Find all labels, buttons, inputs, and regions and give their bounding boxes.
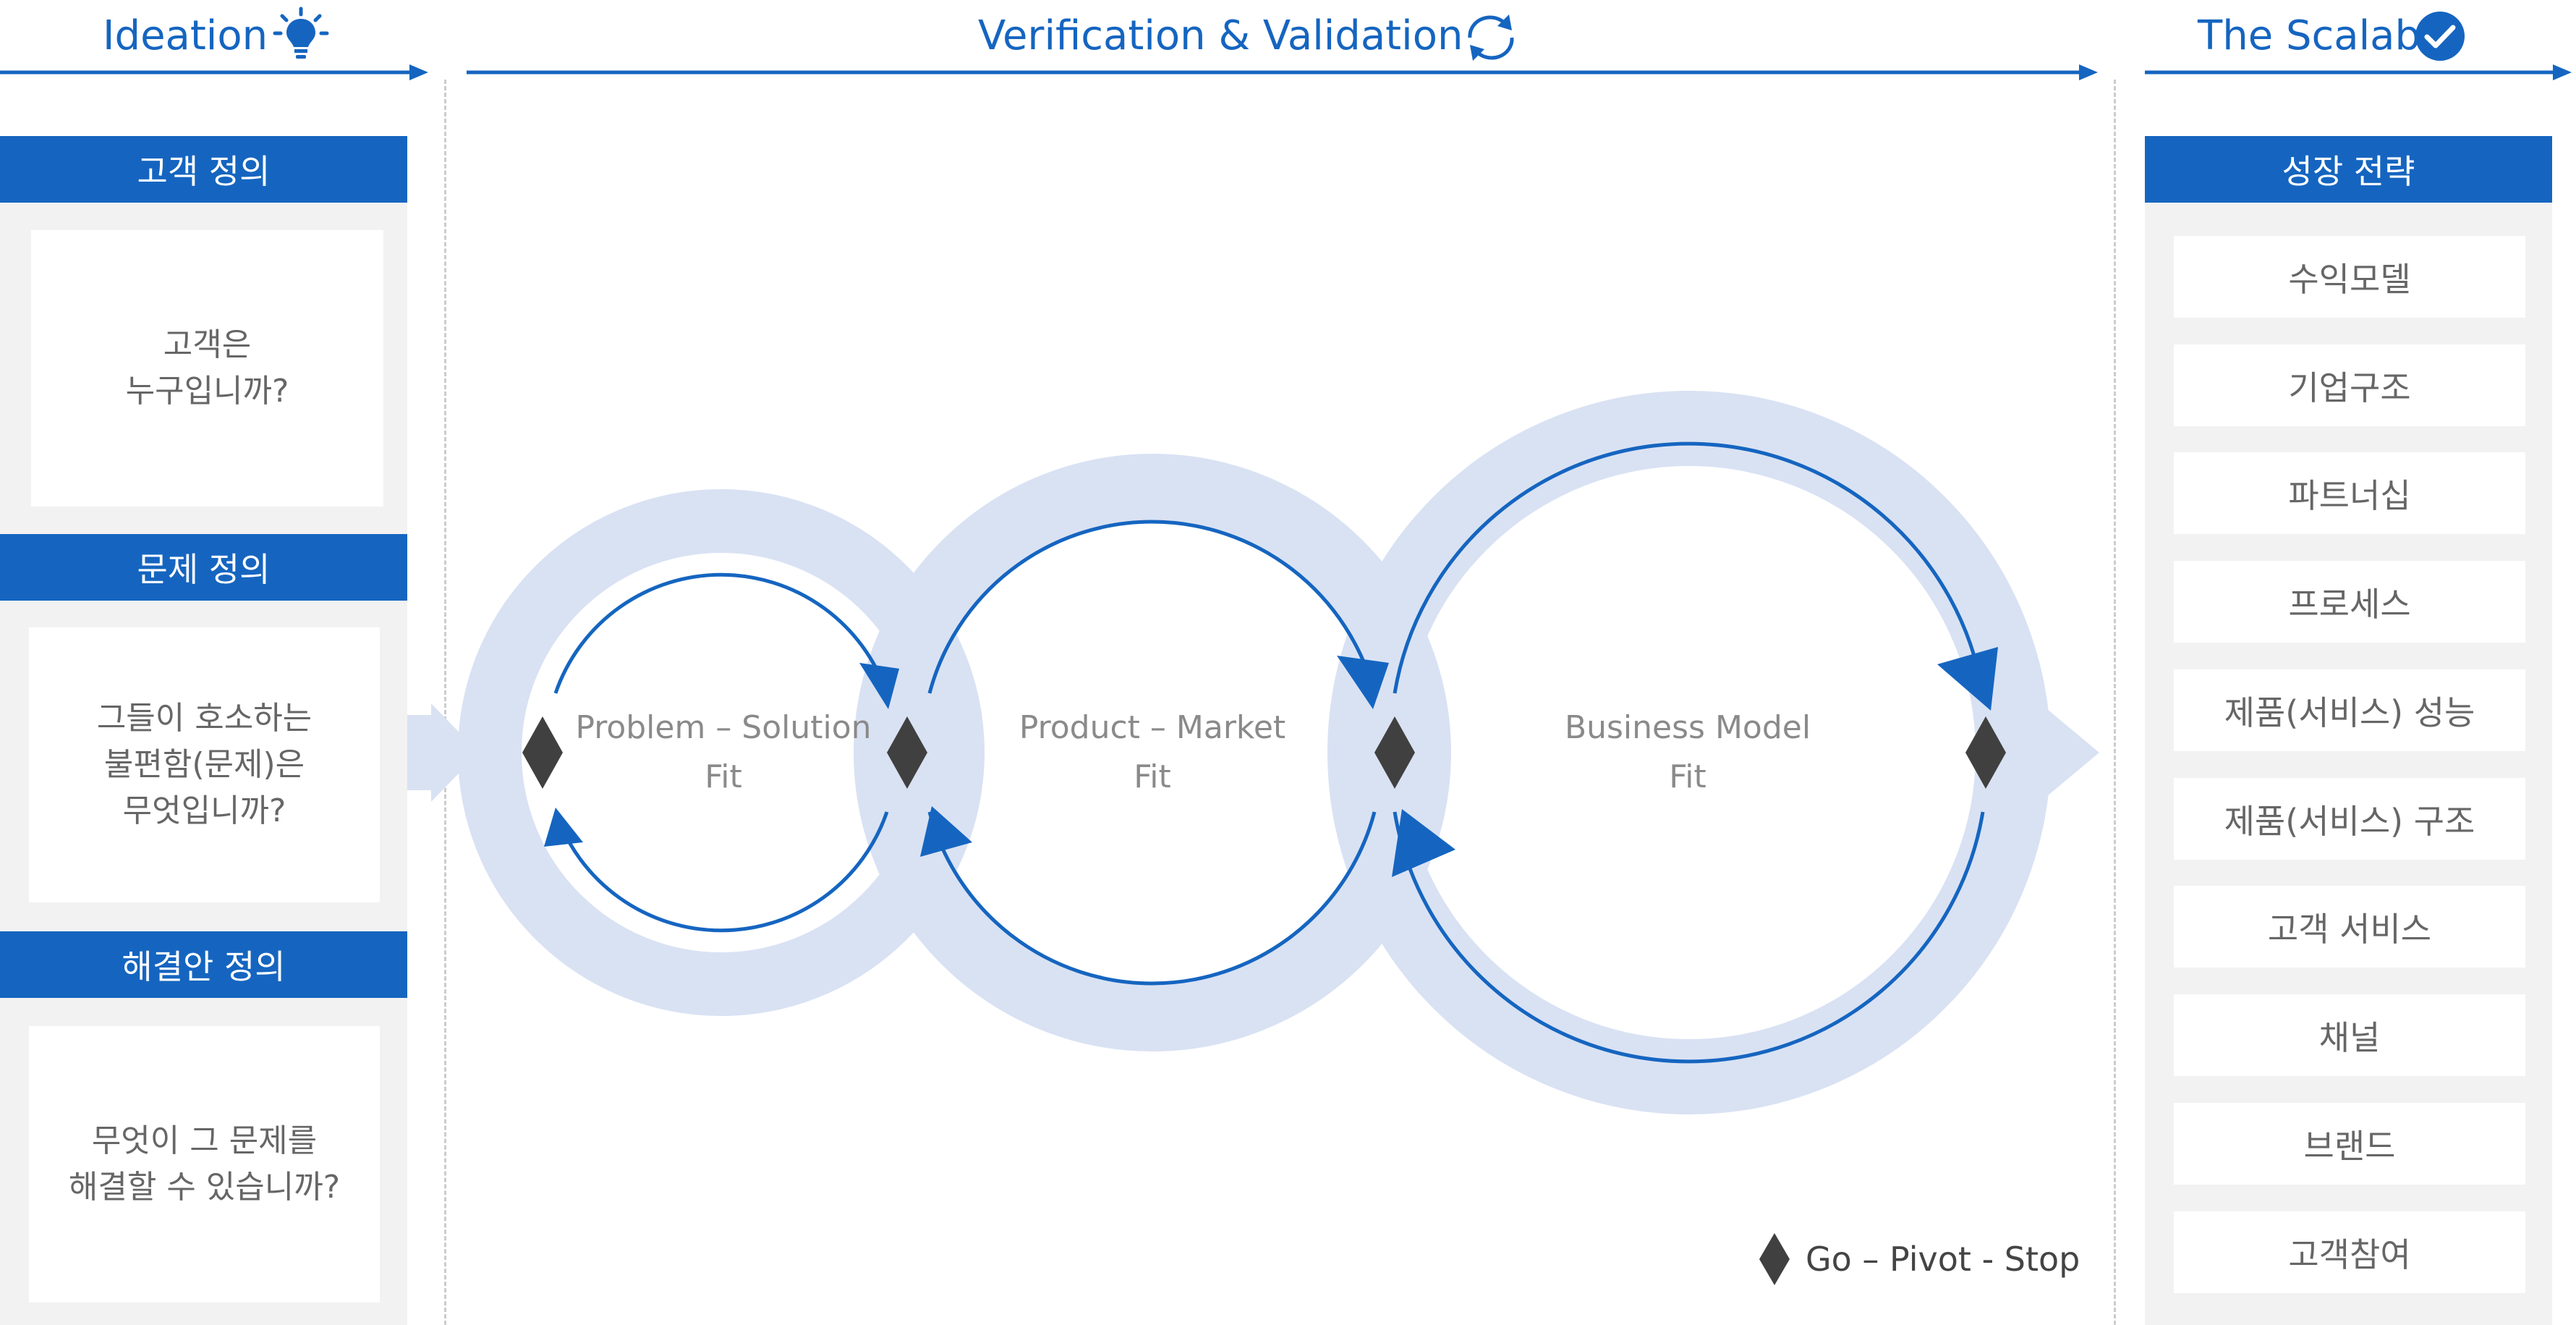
- entry-arrow: [407, 703, 479, 802]
- decision-diamond-icon: [1374, 716, 1415, 789]
- scalable-phase-arrow: [2145, 64, 2572, 80]
- exit-arrow: [2039, 702, 2099, 803]
- problem-solution-lower-arc: [553, 811, 889, 933]
- strategy-item: 프로세스: [2174, 561, 2525, 643]
- problem-question-card: 그들이 호소하는 불편함(문제)은 무엇입니까?: [29, 627, 380, 902]
- business-model-upper-arc: [1393, 441, 1985, 694]
- arrowhead: [1937, 647, 1998, 711]
- legend: Go – Pivot - Stop: [1758, 1230, 2080, 1288]
- phase-title-scalable: The Scalable: [2198, 12, 2457, 59]
- problem-definition-header: 문제 정의: [0, 534, 407, 601]
- decision-diamond-icon: [1965, 716, 2006, 789]
- strategy-item: 수익모델: [2174, 236, 2525, 318]
- verification-phase-arrow: [467, 64, 2098, 80]
- strategy-item: 고객 서비스: [2174, 886, 2525, 968]
- check-circle-icon: [2415, 12, 2465, 61]
- arrowhead: [1392, 809, 1455, 877]
- product-market-lower-arc: [927, 811, 1377, 986]
- customer-question-card: 고객은 누구입니까?: [31, 230, 383, 507]
- strategy-item: 기업구조: [2174, 344, 2525, 426]
- problem-solution-fit-label: Problem – Solution Fit: [575, 709, 872, 795]
- refresh-cycle-icon: [1468, 14, 1514, 61]
- strategy-item: 제품(서비스) 성능: [2174, 669, 2525, 751]
- strategy-item: 고객참여: [2174, 1211, 2525, 1293]
- decision-diamond-icon: [522, 716, 563, 789]
- arrowhead: [859, 663, 899, 709]
- solution-definition-header: 해결안 정의: [0, 931, 407, 998]
- business-model-fit-label: Business Model Fit: [1564, 709, 1811, 795]
- legend-text: Go – Pivot - Stop: [1806, 1240, 2080, 1279]
- strategy-item: 제품(서비스) 구조: [2174, 778, 2525, 860]
- decision-diamond-icon: [887, 716, 927, 789]
- phase-title-verification: Verification & Validation: [978, 12, 1463, 59]
- arrowhead: [544, 808, 583, 847]
- phase-divider-right: [2114, 80, 2116, 1325]
- solution-question-card: 무엇이 그 문제를 해결할 수 있습니까?: [29, 1026, 380, 1303]
- arrowhead: [1337, 656, 1389, 709]
- phase-divider-left: [444, 80, 446, 1325]
- product-market-fit-label: Product – Market Fit: [1019, 709, 1286, 795]
- product-market-upper-arc: [927, 520, 1377, 694]
- problem-solution-upper-arc: [553, 572, 889, 694]
- customer-definition-header: 고객 정의: [0, 136, 407, 203]
- phase-title-ideation: Ideation: [103, 12, 268, 59]
- growth-strategy-header: 성장 전략: [2145, 136, 2552, 203]
- arrowhead: [920, 806, 972, 857]
- lightbulb-icon: [273, 7, 329, 59]
- business-model-ring: [1327, 391, 2051, 1114]
- strategy-item: 브랜드: [2174, 1103, 2525, 1185]
- strategy-item: 파트너십: [2174, 452, 2525, 534]
- diamond-icon: [1759, 1233, 1790, 1285]
- problem-solution-ring: [458, 489, 985, 1016]
- strategy-item: 채널: [2174, 994, 2525, 1076]
- business-model-lower-arc: [1393, 811, 1985, 1064]
- ideation-phase-arrow: [0, 64, 428, 80]
